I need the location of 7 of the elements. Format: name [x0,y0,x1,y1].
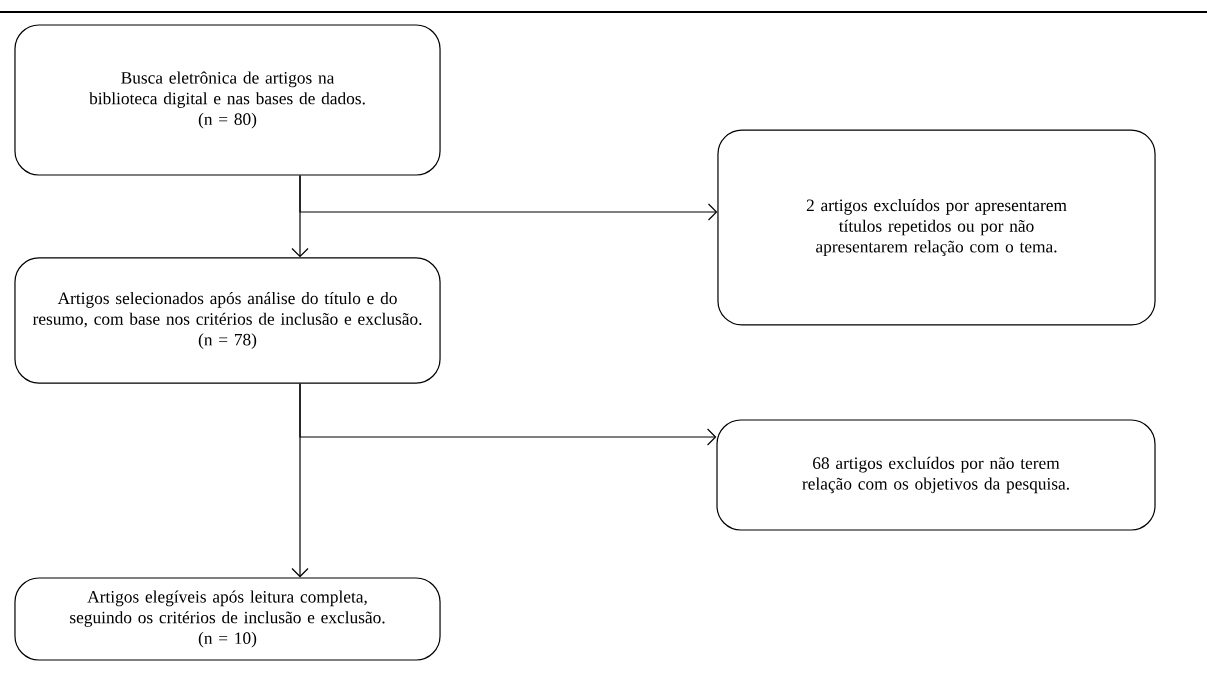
arrow [299,175,718,221]
process-box: 68 artigos excluídos por não terem relação com os objetivos da pesquisa. [716,419,1156,531]
process-box: Artigos elegíveis após leitura completa, seguindo os critérios de inclusão e exclusão. (n = 10) [14,577,441,661]
arrow [299,383,717,446]
process-box: Busca eletrônica de artigos na biblioteca digital e nas bases de dados. (n = 80) [14,24,441,176]
process-box: Artigos selecionados após análise do título e do resumo, com base nos critérios de inclusão e exclusão. (n = 78) [14,257,441,384]
process-box: 2 artigos excluídos por apresentarem títulos repetidos ou por não apresentarem relação com o tema. [717,129,1156,326]
